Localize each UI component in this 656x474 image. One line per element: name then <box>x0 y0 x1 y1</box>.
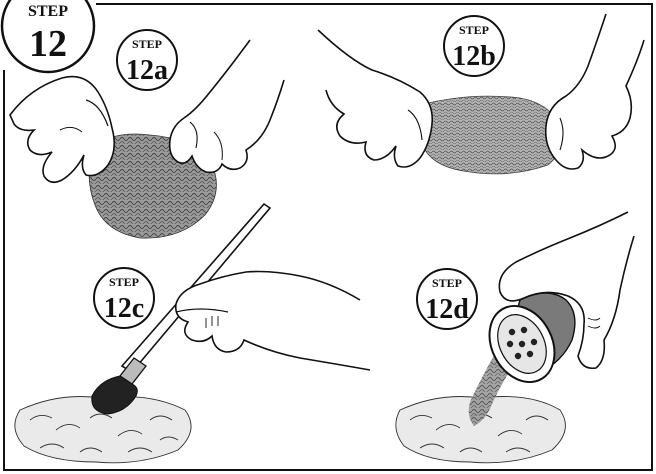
right-hand <box>170 40 284 172</box>
step-badge-12a: STEP 12a <box>117 30 177 90</box>
main-step-number: 12 <box>29 23 67 65</box>
step-number: 12d <box>425 294 469 325</box>
step-badge-12b: STEP 12b <box>444 16 504 76</box>
step-label: STEP <box>109 275 139 289</box>
step-number: 12c <box>104 293 144 324</box>
right-hand <box>546 14 644 169</box>
panel-12c: STEP 12c <box>15 204 370 463</box>
step-number: 12a <box>126 55 168 86</box>
step-label: STEP <box>459 23 489 37</box>
static-grass-mat <box>417 96 562 174</box>
panel-12b: STEP 12b <box>318 14 644 174</box>
step-number: 12b <box>452 41 496 72</box>
panel-12d: STEP 12d <box>396 212 634 463</box>
hand-holding-brush <box>176 272 370 371</box>
step-badge-12d: STEP 12d <box>417 269 477 329</box>
step-label: STEP <box>432 276 462 290</box>
left-hand <box>318 30 432 167</box>
main-step-badge: STEP 12 <box>2 0 94 72</box>
step-badge-12c: STEP 12c <box>94 268 154 328</box>
step-label: STEP <box>132 37 162 51</box>
main-step-label: STEP <box>28 3 68 20</box>
